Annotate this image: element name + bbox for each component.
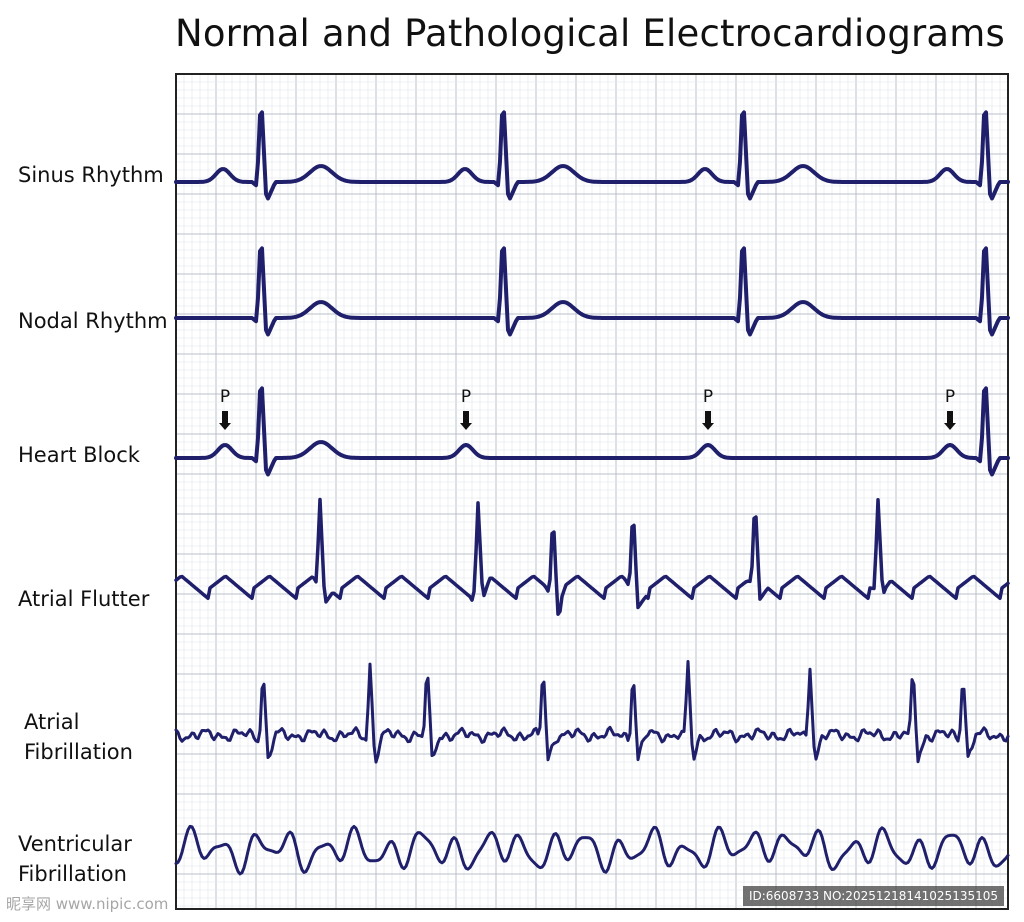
ecg-frame <box>175 73 1009 910</box>
trace-heart-block <box>174 386 1010 477</box>
arrow-down-icon <box>702 411 714 430</box>
p-marker-2: P <box>460 387 472 430</box>
trace-nodal-rhythm <box>174 246 1010 337</box>
arrow-down-icon <box>219 411 231 430</box>
p-marker-label: P <box>461 387 471 407</box>
label-nodal-rhythm: Nodal Rhythm <box>18 309 168 333</box>
label-heart-block: Heart Block <box>18 443 140 467</box>
label-atrial-flutter: Atrial Flutter <box>18 587 150 611</box>
page-title: Normal and Pathological Electrocardiogra… <box>174 12 1006 55</box>
p-marker-label: P <box>945 387 955 407</box>
ecg-traces <box>174 110 1010 876</box>
p-marker-3: P <box>702 387 714 430</box>
p-marker-1: P <box>219 387 231 430</box>
p-marker-label: P <box>220 387 230 407</box>
label-sinus-rhythm: Sinus Rhythm <box>18 163 164 187</box>
p-marker-label: P <box>703 387 713 407</box>
label-ventricular-fibrillation: Ventricular Fibrillation <box>18 832 132 886</box>
trace-atrial-fibrillation <box>174 660 1010 764</box>
trace-ventricular-fibrillation <box>174 824 1010 876</box>
site-watermark: 昵享网 www.nipic.com <box>6 895 169 913</box>
label-atrial-fibrillation: Atrial Fibrillation <box>24 710 133 764</box>
ecg-grid <box>175 73 1009 909</box>
arrow-down-icon <box>944 411 956 430</box>
arrow-down-icon <box>460 411 472 430</box>
trace-sinus-rhythm <box>174 110 1010 201</box>
p-wave-markers: P P P P <box>219 387 956 430</box>
id-watermark: ID:6608733 NO:20251218141025135105 <box>742 886 1004 906</box>
trace-atrial-flutter <box>174 497 1010 616</box>
p-marker-4: P <box>944 387 956 430</box>
